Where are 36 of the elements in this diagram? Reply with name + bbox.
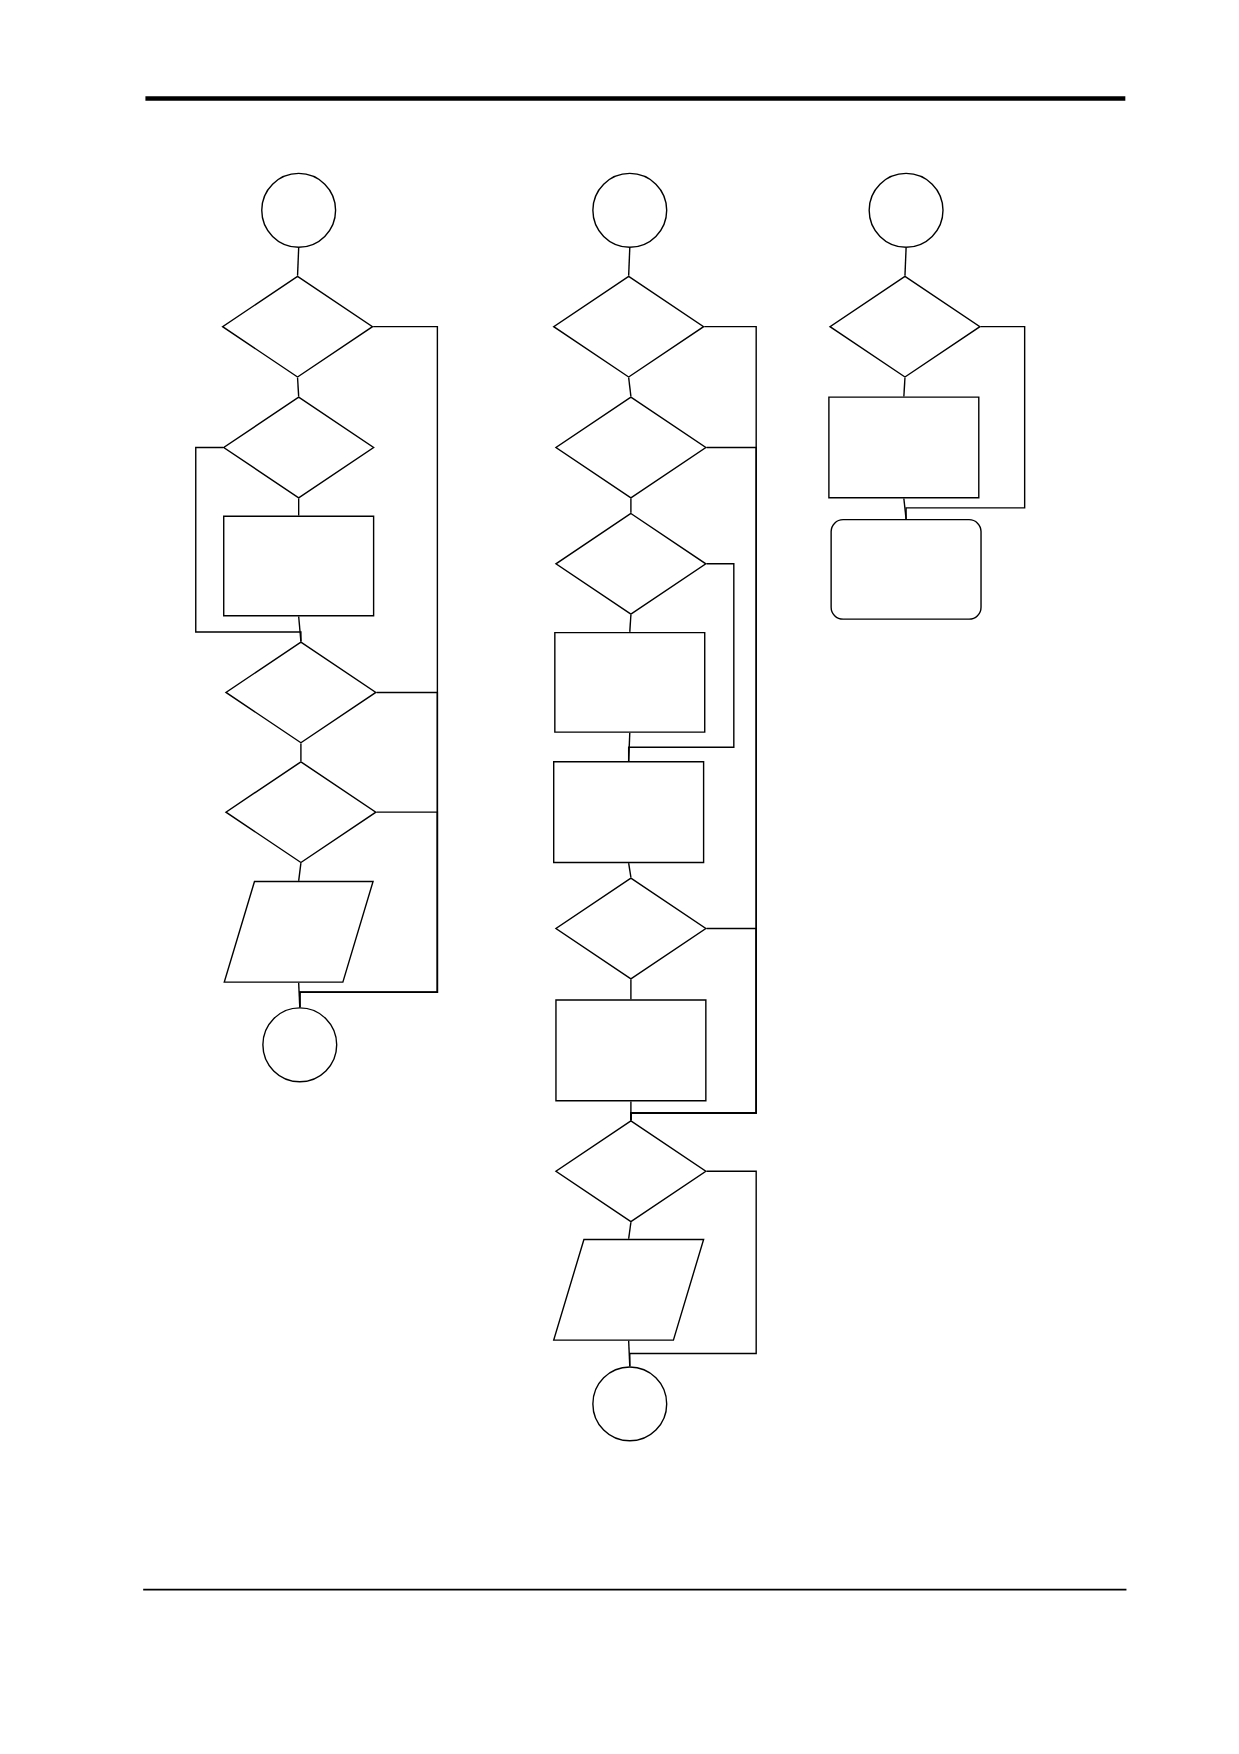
connector-line xyxy=(194,446,302,643)
connector-circle xyxy=(868,172,944,248)
connector-line xyxy=(630,497,632,514)
connector-line xyxy=(905,325,1026,520)
connector-line xyxy=(297,497,300,517)
data-parallelogram xyxy=(223,880,374,983)
connector-circle xyxy=(591,1366,668,1442)
connector-circle xyxy=(262,1007,338,1083)
terminal-box xyxy=(830,518,982,620)
connector-line xyxy=(296,247,300,277)
connector-line xyxy=(904,247,907,277)
process-box xyxy=(552,761,705,864)
connector-line xyxy=(627,247,631,277)
connector-line xyxy=(628,1170,757,1367)
connector-line xyxy=(627,1221,632,1240)
decision-diamond xyxy=(222,396,375,499)
process-box xyxy=(555,999,707,1102)
connector-circle xyxy=(260,172,337,248)
connector-line xyxy=(297,862,302,882)
connector-line xyxy=(628,614,632,633)
connector-line xyxy=(902,377,906,398)
connector-line xyxy=(627,862,632,879)
process-box xyxy=(222,515,375,617)
data-parallelogram xyxy=(552,1238,705,1341)
connector-line xyxy=(630,978,632,1001)
connector-line xyxy=(296,377,300,398)
process-box xyxy=(553,631,706,733)
connector-line xyxy=(298,811,438,1008)
connector-line xyxy=(630,927,757,1121)
process-box xyxy=(828,396,980,499)
connector-line xyxy=(627,563,735,762)
connector-line xyxy=(627,377,632,398)
decision-diamond xyxy=(552,275,705,378)
connector-circle xyxy=(591,172,668,248)
connector-line xyxy=(300,742,302,762)
decision-diamond xyxy=(221,275,374,378)
